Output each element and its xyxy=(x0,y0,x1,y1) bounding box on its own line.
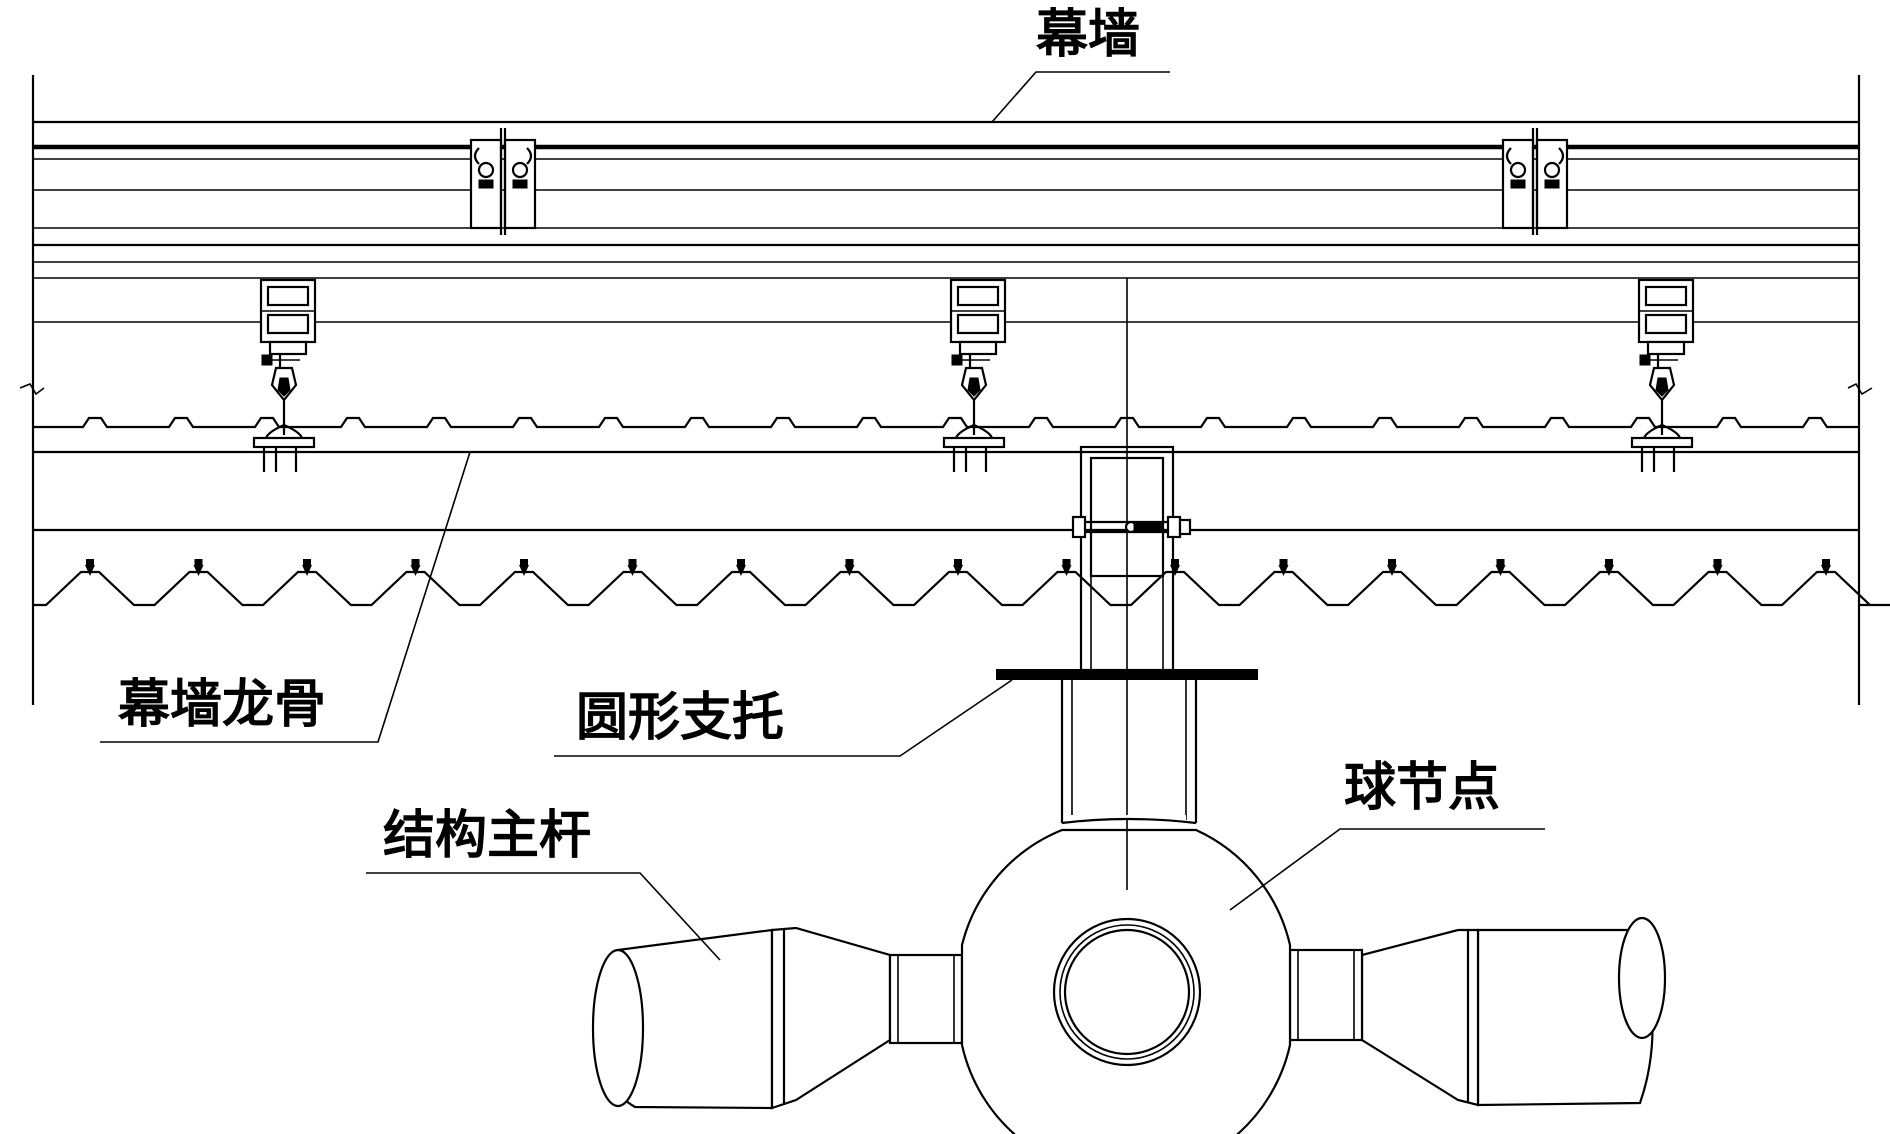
label-main-structural-member: 结构主杆 xyxy=(383,806,591,866)
frame-lines xyxy=(19,75,1873,705)
keel-bracket xyxy=(252,278,317,472)
keel-bracket xyxy=(1630,278,1695,472)
leader-lines xyxy=(100,71,1545,961)
screw xyxy=(193,559,204,576)
keel-bracket xyxy=(942,278,1007,472)
screw xyxy=(953,559,963,576)
deck-screws xyxy=(85,559,1831,576)
screw xyxy=(519,559,529,576)
keel-brackets xyxy=(252,278,1695,472)
main-member-left xyxy=(591,926,964,1110)
screw xyxy=(1278,559,1289,576)
label-circular-support: 圆形支托 xyxy=(576,688,784,748)
label-curtain-wall: 幕墙 xyxy=(1035,5,1140,65)
screw xyxy=(410,559,421,576)
label-curtain-wall-keel: 幕墙龙骨 xyxy=(117,675,326,735)
panel-joint-right xyxy=(1501,128,1569,235)
screw xyxy=(1604,559,1614,576)
profiled-sheet xyxy=(33,416,1859,429)
circular-support-plate xyxy=(996,669,1258,823)
trapezoidal-deck xyxy=(33,570,1890,607)
screw xyxy=(1061,559,1072,576)
main-member-right xyxy=(1288,916,1667,1107)
label-ball-joint: 球节点 xyxy=(1344,758,1500,818)
square-support-post xyxy=(1071,445,1192,672)
screw xyxy=(1712,559,1723,576)
screw xyxy=(1387,559,1397,576)
ball-joint-front xyxy=(960,820,1292,1134)
curtain-wall-panel xyxy=(33,120,1859,279)
screw xyxy=(85,559,95,576)
screw xyxy=(736,559,746,576)
panel-joint-left xyxy=(469,128,537,235)
screw xyxy=(1170,559,1180,576)
screw xyxy=(844,559,855,576)
screw xyxy=(1495,559,1506,576)
screw xyxy=(627,559,638,576)
screw xyxy=(1821,559,1831,576)
screw xyxy=(302,559,312,576)
